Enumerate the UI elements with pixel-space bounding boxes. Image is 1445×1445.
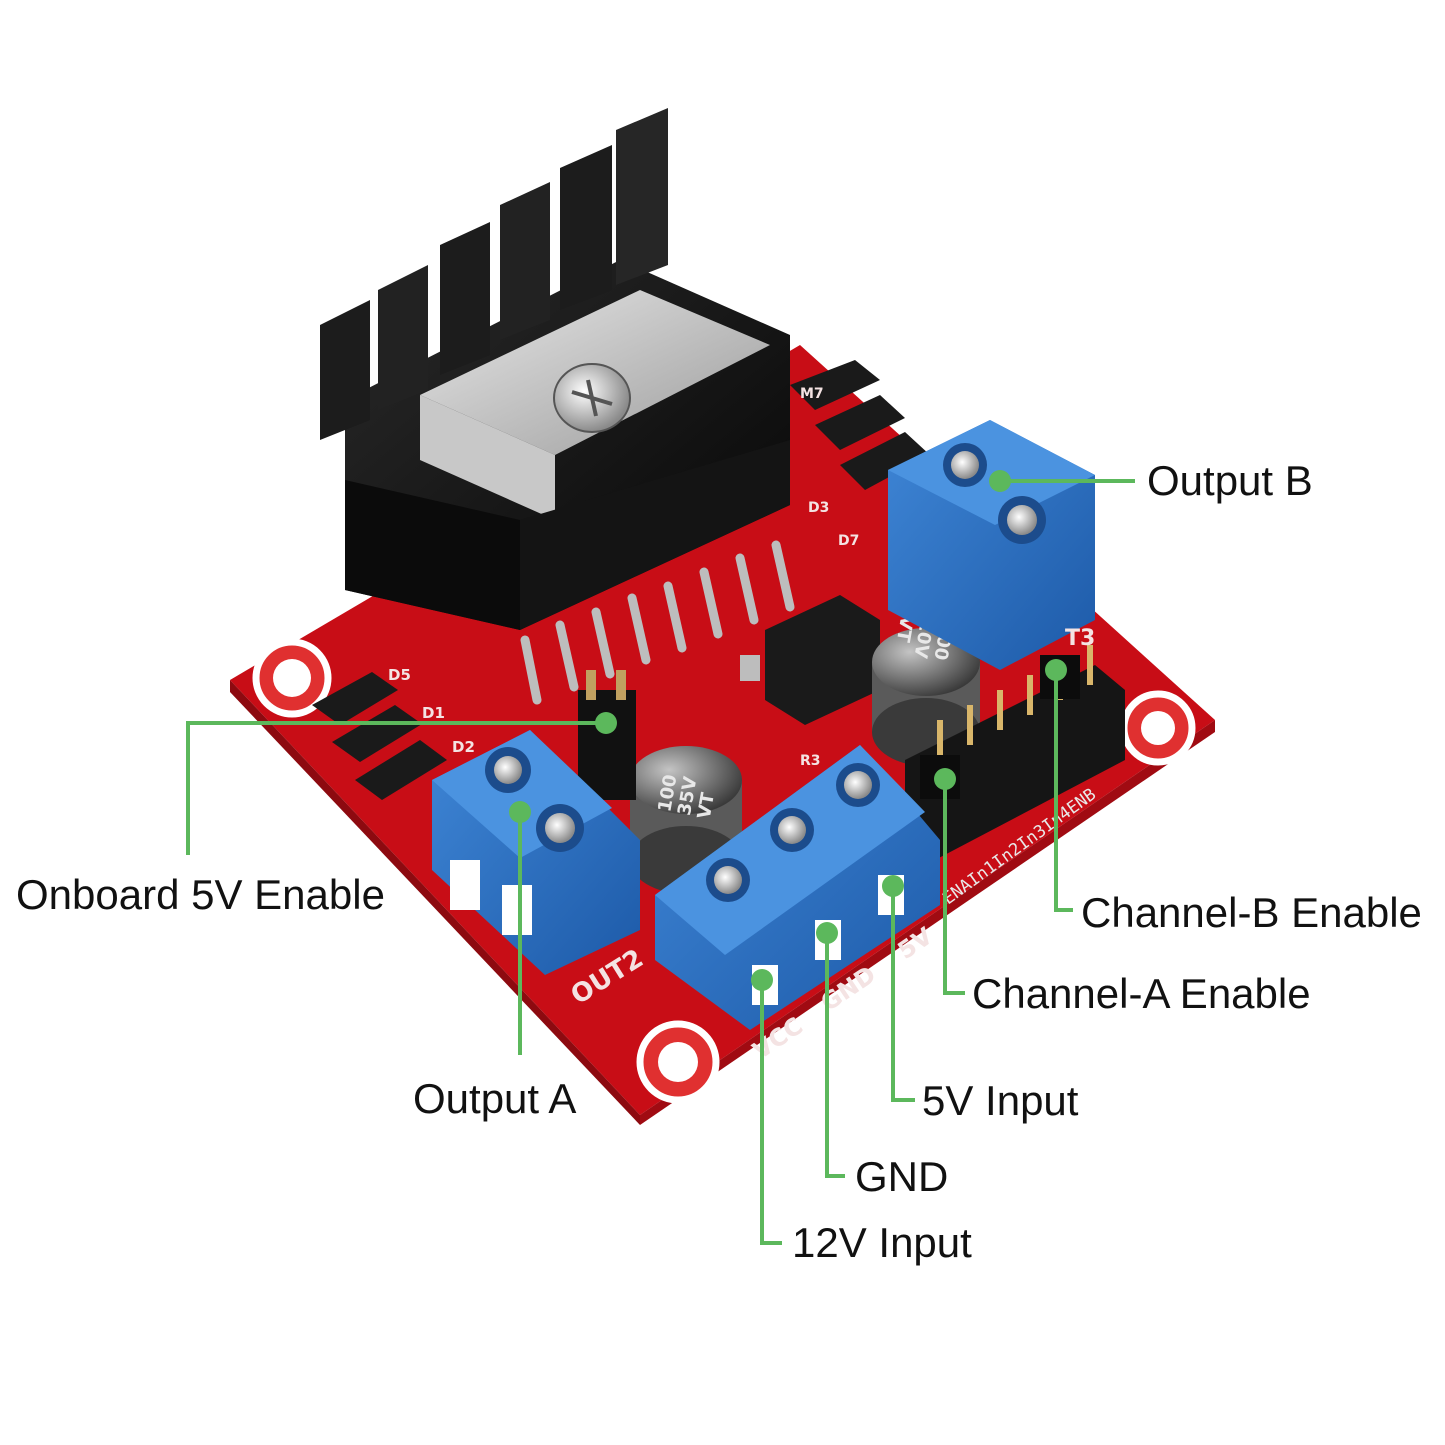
label-channel-a-enable: Channel-A Enable xyxy=(972,970,1311,1017)
callout-dot-12v-input xyxy=(751,969,773,991)
diodes-right: M7 D3 D7 xyxy=(790,360,930,549)
heat-sink-screw xyxy=(553,363,631,433)
callout-dot-output-b xyxy=(989,470,1011,492)
onboard-5v-jumper[interactable] xyxy=(578,670,636,800)
callout-line-channel-b-enable xyxy=(1054,670,1073,912)
label-gnd: GND xyxy=(855,1153,949,1200)
label-onboard-5v-enable: Onboard 5V Enable xyxy=(16,871,385,918)
diodes-left: D5 D1 D2 xyxy=(312,666,475,800)
mounting-hole-right xyxy=(1120,690,1196,766)
callout-dot-channel-b-enable xyxy=(1045,659,1067,681)
heat-sink xyxy=(320,108,790,630)
label-12v-input: 12V Input xyxy=(792,1219,972,1266)
callout-line-5v-input xyxy=(891,886,915,1102)
silk-m7: M7 xyxy=(800,386,824,402)
callout-line-channel-a-enable xyxy=(943,779,965,995)
label-output-b: Output B xyxy=(1147,457,1313,504)
silk-d2: D2 xyxy=(452,738,475,756)
callout-dot-channel-a-enable xyxy=(934,768,956,790)
label-5v-input: 5V Input xyxy=(922,1077,1079,1124)
chip-legs xyxy=(520,540,795,705)
silk-out3: T3 xyxy=(1065,626,1095,651)
silk-r3: R3 xyxy=(800,753,821,769)
callout-dots xyxy=(509,470,1067,991)
callout-dot-5v-input xyxy=(882,875,904,897)
silk-d1: D1 xyxy=(422,704,445,722)
callout-line-onboard-5v-enable xyxy=(186,721,606,855)
silk-d3: D3 xyxy=(808,500,829,516)
callout-dot-gnd xyxy=(816,922,838,944)
cap-left-line3: VT xyxy=(694,790,719,820)
terminal-output-a: OUT2 xyxy=(432,730,649,1011)
callout-dot-output-a xyxy=(509,801,531,823)
label-output-a: Output A xyxy=(413,1075,577,1122)
callout-dot-onboard-5v-enable xyxy=(595,712,617,734)
label-channel-b-enable: Channel-B Enable xyxy=(1081,889,1422,936)
mounting-hole-left xyxy=(252,638,332,718)
mounting-hole-bottom xyxy=(636,1020,720,1104)
callout-line-12v-input xyxy=(760,980,782,1245)
silk-d7: D7 xyxy=(838,533,859,549)
silk-d5: D5 xyxy=(388,666,411,684)
callout-line-gnd xyxy=(825,933,845,1178)
voltage-regulator xyxy=(740,595,880,725)
callout-lines xyxy=(186,479,1135,1245)
